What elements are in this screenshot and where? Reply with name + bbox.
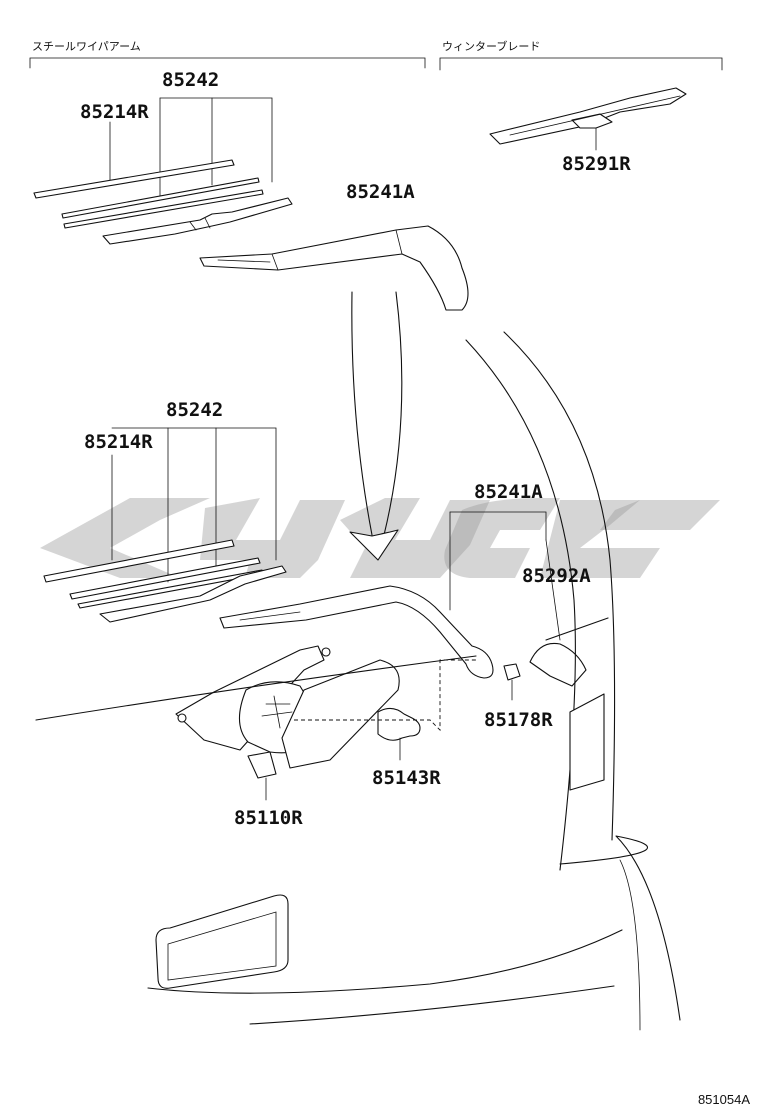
mid-arm-body	[219, 585, 494, 679]
top-blade-backing-strip-2	[63, 189, 264, 229]
wiper-motor	[175, 645, 400, 801]
winter-blade	[489, 87, 687, 151]
vehicle-body-outline	[35, 331, 681, 1031]
watermark-logo	[40, 498, 720, 578]
nut	[503, 663, 521, 701]
top-blade-set	[33, 97, 293, 245]
section-header-steel-arm: スチールワイパアーム	[29, 40, 426, 69]
cover-body	[529, 642, 587, 687]
label-85242-top: 85242	[162, 69, 219, 91]
section-header-winter-blade: ウィンターブレード	[439, 39, 723, 71]
winter-blade-section-title: ウィンターブレード	[442, 39, 540, 53]
label-85214r-top: 85214R	[80, 101, 149, 123]
winter-blade-bracket	[439, 57, 723, 71]
mid-arm-leader	[449, 511, 547, 541]
mid-wiper-arm	[219, 585, 494, 679]
alignment-dashed-line	[294, 659, 476, 732]
label-85241a-mid: 85241A	[474, 481, 543, 503]
steel-arm-bracket	[29, 57, 426, 69]
top-blade-backing-strip	[61, 177, 260, 219]
diagram-code: 851054A	[698, 1092, 750, 1107]
pivot-cap	[377, 707, 421, 761]
winter-blade-body	[489, 87, 687, 145]
back-door-edge	[503, 331, 616, 841]
steel-arm-section-title: スチールワイパアーム	[32, 40, 141, 53]
rear-lamp	[569, 693, 605, 791]
label-85292a: 85292A	[522, 565, 591, 587]
top-blade-rubber	[33, 159, 235, 199]
label-85291r: 85291R	[562, 153, 631, 175]
arrow-head	[349, 529, 399, 561]
label-85143r: 85143R	[372, 767, 441, 789]
top-blade-frame	[102, 197, 293, 245]
mid-blade-set	[43, 427, 287, 623]
label-85178r: 85178R	[484, 709, 553, 731]
wiper-cover	[529, 539, 587, 687]
install-arrow	[349, 291, 403, 561]
label-85241a-top: 85241A	[346, 181, 415, 203]
label-85214r-mid: 85214R	[84, 431, 153, 453]
motor-gearbox	[281, 659, 400, 769]
winter-blade-clip	[571, 113, 613, 129]
top-wiper-arm	[199, 225, 469, 311]
label-85242-mid: 85242	[166, 399, 223, 421]
top-arm-body	[199, 225, 469, 311]
mid-blade-frame	[99, 565, 287, 623]
motor-connector	[247, 751, 277, 779]
label-85110r: 85110R	[234, 807, 303, 829]
mid-blade-backing-strip	[69, 557, 261, 600]
mid-blade-rubber	[43, 539, 235, 583]
